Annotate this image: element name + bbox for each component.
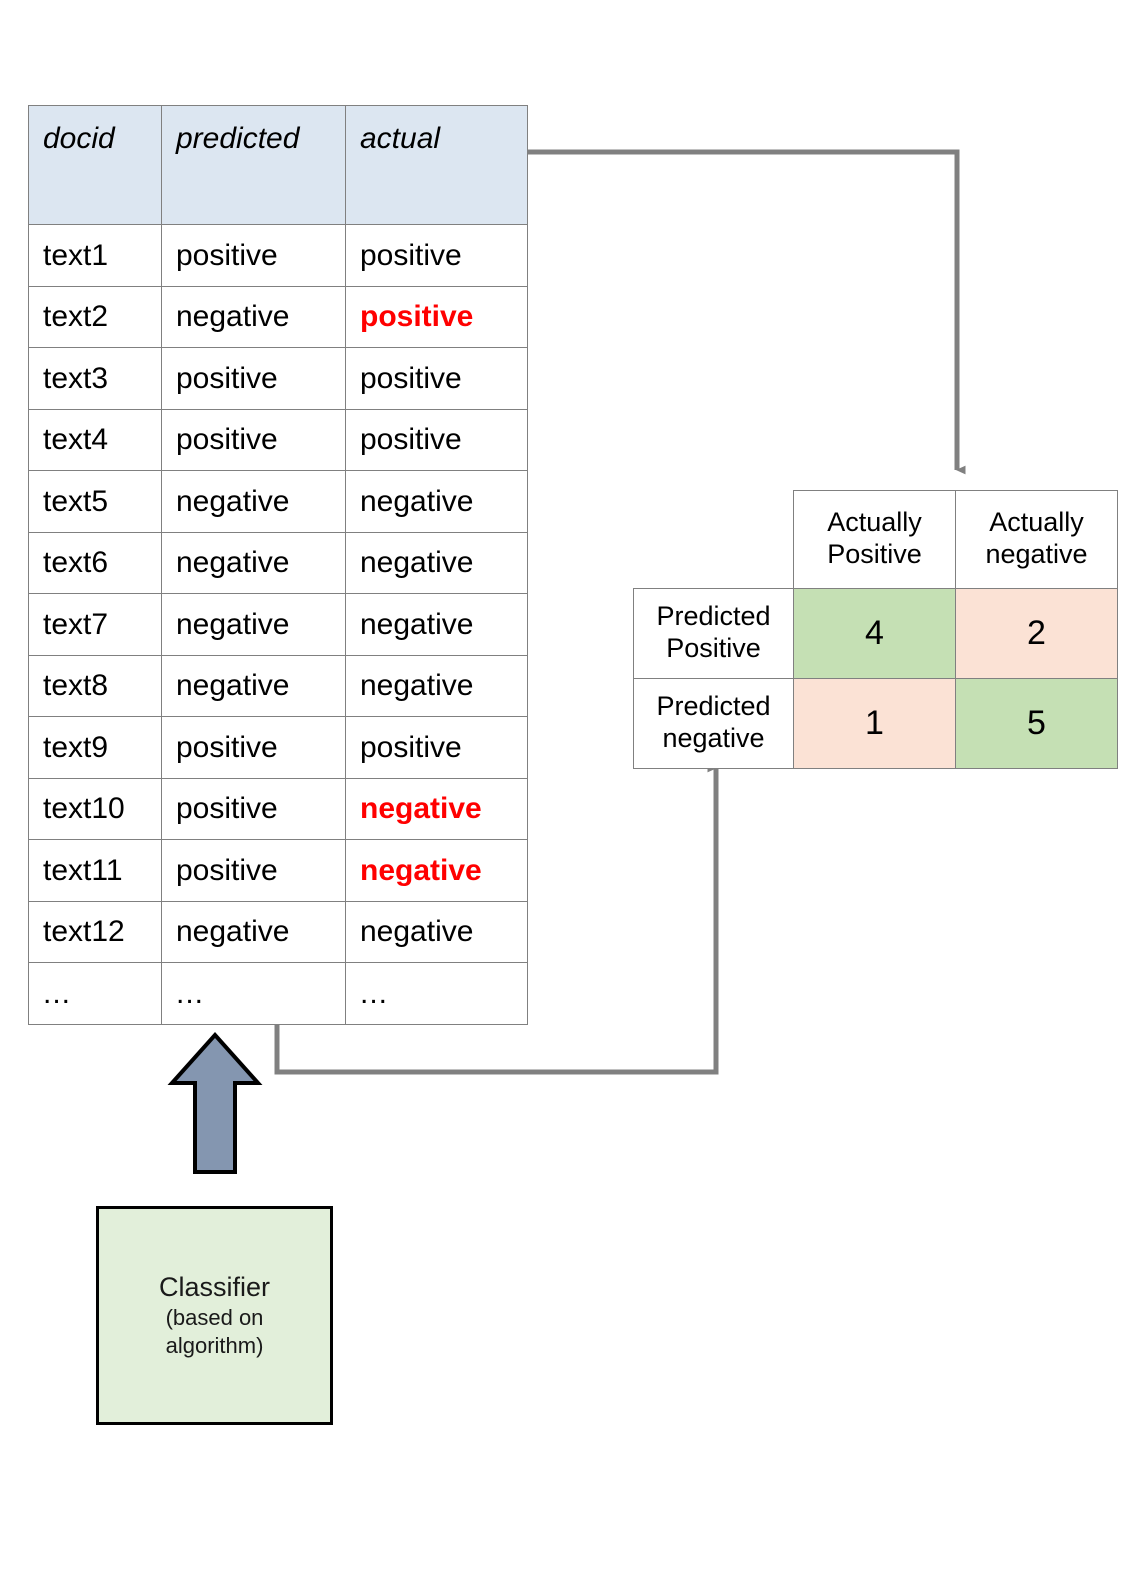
cell-docid: text6 [28,531,162,594]
table-row: text3 positive positive [28,347,528,410]
confusion-matrix-row-predicted-negative: Predicted negative 1 5 [633,677,1118,769]
classifier-box: Classifier (based on algorithm) [96,1206,333,1425]
table-row: text6 negative negative [28,531,528,594]
table-row: text8 negative negative [28,654,528,717]
table-row: text9 positive positive [28,716,528,779]
cell-actual-ellipsis: ... [345,962,528,1025]
cell-actual: positive [345,716,528,779]
table-row: text5 negative negative [28,470,528,533]
cell-actual: negative [345,900,528,963]
classifier-subtitle-line1: (based on [165,1304,264,1330]
column-header-actually-positive: Actually Positive [793,490,956,589]
column-header-predicted: predicted [161,105,346,225]
cell-docid: text3 [28,347,162,410]
column-header-actually-negative: Actually negative [955,490,1118,589]
classifier-title: Classifier [158,1271,271,1302]
cell-actual-error: negative [345,839,528,902]
confusion-matrix-row-predicted-positive: Predicted Positive 4 2 [633,587,1118,679]
confusion-matrix-corner [634,491,794,589]
cell-docid: text5 [28,470,162,533]
cell-predicted: positive [161,224,346,287]
column-header-actual: actual [345,105,528,225]
column-header-docid: docid [28,105,162,225]
table-row: text12 negative negative [28,900,528,963]
cell-docid: text9 [28,716,162,779]
cell-docid: text7 [28,593,162,656]
cell-actual: negative [345,531,528,594]
cell-predicted: positive [161,777,346,840]
table-row: text7 negative negative [28,593,528,656]
cell-docid: text2 [28,285,162,348]
cell-docid: text8 [28,654,162,717]
classifier-subtitle-line2: algorithm) [165,1333,264,1359]
predictions-table: docid predicted actual text1 positive po… [28,105,528,1025]
cell-predicted: positive [161,347,346,410]
cell-predicted: negative [161,900,346,963]
cell-false-positive: 2 [955,587,1118,679]
confusion-matrix: Actually Positive Actually negative Pred… [633,490,1118,769]
cell-actual: positive [345,408,528,471]
table-row: text4 positive positive [28,408,528,471]
table-row-ellipsis: ... ... ... [28,962,528,1025]
cell-actual: positive [345,224,528,287]
classifier-to-table-block-arrow [167,1032,263,1174]
cell-predicted: positive [161,839,346,902]
cell-predicted: negative [161,285,346,348]
cell-docid: text11 [28,839,162,902]
cell-docid: text4 [28,408,162,471]
connector-actual-to-matrix [527,149,966,475]
predictions-table-header-row: docid predicted actual [28,105,528,225]
table-row: text2 negative positive [28,285,528,348]
cell-actual-error: positive [345,285,528,348]
cell-docid: text1 [28,224,162,287]
row-header-predicted-positive: Predicted Positive [633,587,794,679]
cell-docid: text12 [28,900,162,963]
cell-actual: negative [345,593,528,656]
cell-actual: negative [345,654,528,717]
cell-predicted: negative [161,593,346,656]
cell-predicted: positive [161,408,346,471]
cell-actual: negative [345,470,528,533]
cell-actual: positive [345,347,528,410]
cell-docid-ellipsis: ... [28,962,162,1025]
cell-predicted: positive [161,716,346,779]
cell-false-negative: 1 [793,677,956,769]
row-header-predicted-negative: Predicted negative [633,677,794,769]
cell-true-positive: 4 [793,587,956,679]
cell-docid: text10 [28,777,162,840]
cell-predicted-ellipsis: ... [161,962,346,1025]
confusion-matrix-header-row: Actually Positive Actually negative [634,490,1118,589]
table-row: text11 positive negative [28,839,528,902]
cell-true-negative: 5 [955,677,1118,769]
cell-predicted: negative [161,531,346,594]
cell-predicted: negative [161,470,346,533]
cell-predicted: negative [161,654,346,717]
table-row: text1 positive positive [28,224,528,287]
table-row: text10 positive negative [28,777,528,840]
cell-actual-error: negative [345,777,528,840]
